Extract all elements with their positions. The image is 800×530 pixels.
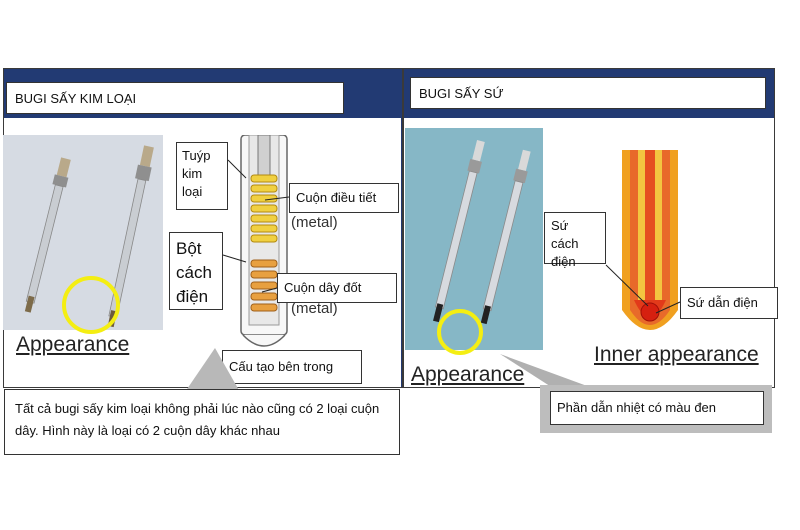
right-appearance-label: Appearance	[411, 363, 525, 386]
callout-conducting-ceramic-text: Sứ dẫn điện	[687, 295, 758, 310]
highlight-ring-left	[62, 276, 120, 334]
callout-pointer-right	[500, 354, 598, 390]
callout-regulating-coil: Cuộn điều tiết	[289, 183, 399, 213]
ceramic-plug-cross-section	[622, 150, 678, 330]
callout-heating-coil-text: Cuộn dây đốt	[284, 280, 362, 295]
metal-label-2: (metal)	[291, 300, 338, 317]
inner-appearance-label: Inner appearance	[594, 343, 759, 366]
callout-regulating-coil-text: Cuộn điều tiết	[296, 190, 377, 205]
right-panel-title: BUGI SẤY SỨ	[410, 77, 766, 109]
callout-metal-tube-text: Tuýp kim loại	[182, 148, 211, 199]
callout-insulating-ceramic-text: Sứ cách điện	[551, 218, 579, 269]
callout-insulating-powder-text: Bột cách điện	[176, 239, 212, 306]
metal-plug-note: Tất cả bugi sấy kim loại không phải lúc …	[4, 389, 400, 455]
left-panel-title: BUGI SẤY KIM LOẠI	[6, 82, 344, 114]
metal-plug-note-text: Tất cả bugi sấy kim loại không phải lúc …	[15, 401, 380, 438]
callout-insulating-ceramic: Sứ cách điện	[544, 212, 606, 269]
left-appearance-label: Appearance	[16, 333, 130, 356]
callout-heating-coil: Cuộn dây đốt	[277, 273, 397, 303]
callout-insulating-powder: Bột cách điện	[169, 232, 223, 310]
callout-pointer-left	[185, 348, 240, 392]
metal-plug-cross-section	[240, 135, 288, 347]
right-panel-title-text: BUGI SẤY SỨ	[419, 85, 504, 101]
highlight-ring-right	[437, 309, 483, 355]
callout-conducting-ceramic: Sứ dẫn điện	[680, 287, 778, 319]
callout-internal-structure-text: Cấu tạo bên trong	[229, 359, 334, 374]
left-panel-title-text: BUGI SẤY KIM LOẠI	[15, 90, 137, 106]
callout-metal-tube: Tuýp kim loại	[176, 142, 228, 210]
metal-label-1: (metal)	[291, 214, 338, 231]
callout-black-part-text: Phần dẫn nhiệt có màu đen	[557, 400, 717, 415]
metal-glow-plug-photo	[3, 135, 163, 330]
callout-black-part: Phần dẫn nhiệt có màu đen	[550, 391, 764, 425]
metal-glow-plug-illustration	[24, 145, 154, 328]
ceramic-glow-plug-illustration	[433, 140, 531, 325]
ceramic-glow-plug-photo	[405, 128, 543, 350]
